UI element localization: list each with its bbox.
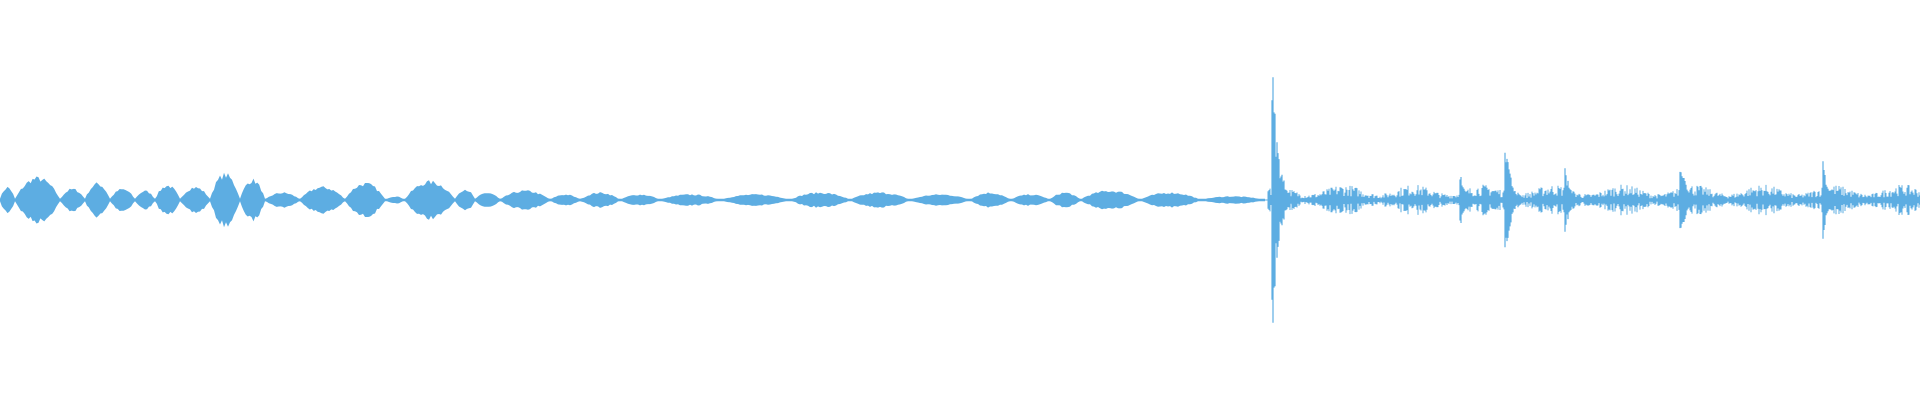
waveform-segment — [15, 176, 60, 224]
waveform-segment — [620, 194, 660, 206]
waveform-segment — [455, 189, 475, 211]
waveform-segment — [85, 182, 110, 218]
waveform-noise-region — [1267, 184, 1920, 216]
waveform-segment — [345, 183, 385, 217]
waveform-segment — [300, 186, 345, 214]
waveform-segment — [240, 178, 265, 222]
waveform-peaks — [0, 77, 1920, 323]
waveform-segment — [385, 196, 405, 204]
waveform-transient — [1459, 177, 1484, 223]
waveform-segment — [720, 194, 790, 206]
waveform-segment — [970, 192, 1010, 208]
waveform-transient — [1564, 168, 1589, 232]
waveform-segment — [500, 190, 550, 210]
waveform-segment — [405, 180, 455, 220]
waveform-segment — [910, 194, 970, 206]
waveform-segment — [550, 194, 580, 206]
waveform-segment — [0, 186, 15, 214]
waveform-segment — [1050, 192, 1080, 208]
waveform-segment — [850, 192, 910, 208]
waveform-segment — [155, 185, 180, 215]
waveform-segment — [1010, 194, 1050, 206]
waveform-segment — [1200, 196, 1265, 204]
waveform-segment — [60, 188, 85, 212]
waveform-segment — [1080, 190, 1140, 210]
waveform-transient — [1679, 171, 1704, 229]
waveform-segment — [265, 192, 300, 208]
waveform-segment — [110, 189, 135, 211]
waveform-segment — [180, 187, 210, 213]
waveform-segment — [135, 190, 155, 210]
waveform-segment — [580, 192, 620, 208]
waveform-segment — [1140, 192, 1200, 208]
waveform-transient — [1504, 152, 1529, 248]
waveform-segment — [790, 192, 850, 208]
waveform-transient — [1822, 161, 1847, 239]
waveform-transient — [1271, 77, 1296, 323]
waveform-segment — [475, 193, 500, 207]
waveform-segment — [660, 194, 720, 206]
waveform-segment — [210, 172, 240, 228]
